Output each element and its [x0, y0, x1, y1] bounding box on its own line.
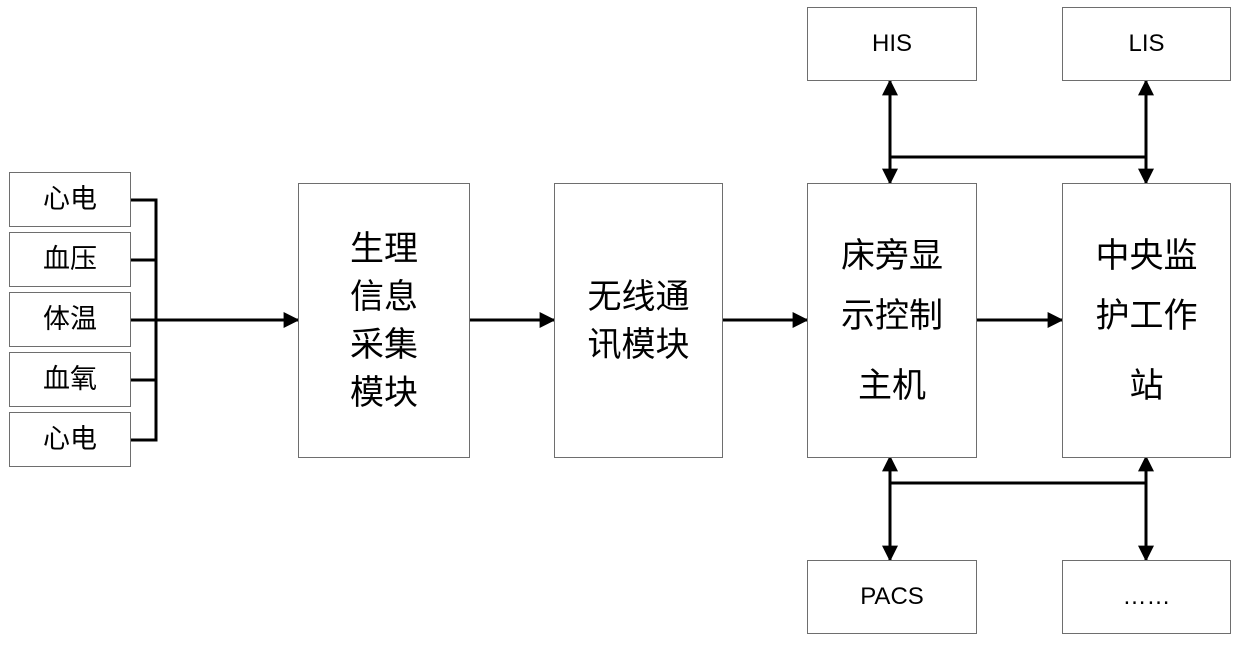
lis-label: LIS	[1128, 30, 1164, 58]
sensor-label: 血压	[43, 246, 97, 273]
sensor-label: 心电	[43, 186, 97, 213]
his-box: HIS	[807, 7, 977, 81]
central-station-line-2: 护工作	[1096, 286, 1198, 346]
wireless-module-line-2: 讯模块	[588, 321, 690, 369]
bedside-host-box: 床旁显 示控制 主机	[807, 183, 977, 458]
sensor-box-blood-pressure: 血压	[9, 232, 131, 287]
sensor-label: 心电	[43, 426, 97, 453]
sensor-label: 体温	[43, 306, 97, 333]
collection-module-line-2: 信息	[350, 273, 418, 321]
his-label: HIS	[872, 30, 912, 58]
pacs-label: PACS	[860, 583, 924, 611]
bedside-host-line-1: 床旁显	[841, 226, 943, 286]
lis-box: LIS	[1062, 7, 1231, 81]
wireless-module-box: 无线通 讯模块	[554, 183, 723, 458]
more-systems-label: ……	[1123, 583, 1171, 611]
sensor-box-ecg-2: 心电	[9, 412, 131, 467]
sensor-box-blood-oxygen: 血氧	[9, 352, 131, 407]
central-station-box: 中央监 护工作 站	[1062, 183, 1231, 458]
sensor-box-ecg-1: 心电	[9, 172, 131, 227]
collection-module-line-4: 模块	[350, 369, 418, 417]
bedside-host-line-2: 示控制	[841, 286, 943, 346]
central-station-line-1: 中央监	[1096, 226, 1198, 286]
central-station-line-3: 站	[1096, 356, 1198, 416]
sensor-box-temperature: 体温	[9, 292, 131, 347]
bedside-host-line-3: 主机	[841, 356, 943, 416]
wireless-module-line-1: 无线通	[588, 273, 690, 321]
collection-module-box: 生理 信息 采集 模块	[298, 183, 470, 458]
sensor-label: 血氧	[43, 366, 97, 393]
collection-module-line-3: 采集	[350, 321, 418, 369]
pacs-box: PACS	[807, 560, 977, 634]
collection-module-line-1: 生理	[350, 225, 418, 273]
more-systems-box: ……	[1062, 560, 1231, 634]
